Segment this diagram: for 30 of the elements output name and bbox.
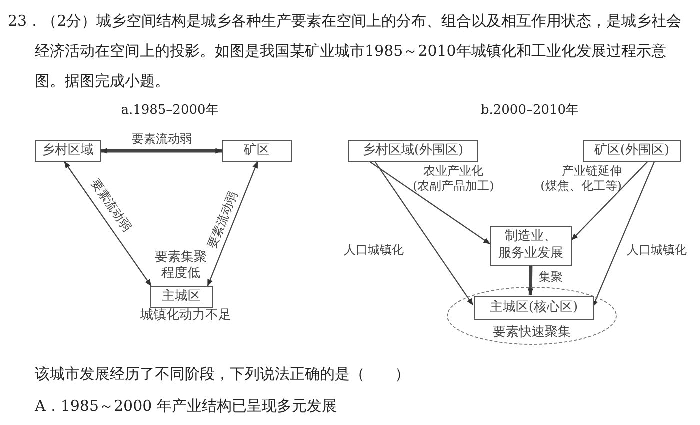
question-text: 23．（2分）城乡空间结构是城乡各种生产要素在空间上的分布、组合以及相互作用状态，是城乡社会经济活动在空间上的投影。如图是我国某矿业城市1985～2010年城镇化和工业化发展过程示意图。据图完成小题。 [8,11,683,92]
edge-label: 要素流动弱 [131,132,193,147]
area-box: 主城区(核心区) [474,296,594,320]
arrow [374,162,474,306]
area-box: 制造业、服务业发展 [490,226,572,266]
arrow [100,148,223,154]
caption-text: a.1985–2000年 [120,102,220,120]
area-box: 矿区(外围区) [583,140,681,162]
dashed-ellipse [447,287,617,345]
node-note: 要素集聚程度低 [154,250,208,282]
area-box: 乡村区域 [35,140,101,162]
arrow [592,162,656,308]
region-text: 要素快速聚集 [492,324,572,341]
edge-label: 产业链延伸(煤焦、化工等) [540,164,622,194]
area-box: 主城区 [150,286,213,308]
node-note: 城镇化动力不足 [140,308,232,324]
arrow [572,162,648,240]
caption-text: 该城市发展经历了不同阶段，下列说法正确的是（ ） [35,364,411,385]
area-box: 矿区 [222,140,292,162]
arrow [528,266,534,296]
edge-label: 集聚 [537,270,565,285]
edge-label: 人口城镇化 [625,243,689,258]
caption-text: A．1985～2000 年产业结构已呈现多元发展 [35,396,338,417]
arrow [370,162,491,244]
edge-label: 人口城镇化 [342,243,406,258]
arrow [207,161,258,287]
caption-text: b.2000–2010年 [480,102,580,120]
edge-label: 农业产业化(农副产品加工) [413,164,494,194]
area-box: 乡村区域(外围区) [348,140,478,162]
arrow [64,161,152,287]
